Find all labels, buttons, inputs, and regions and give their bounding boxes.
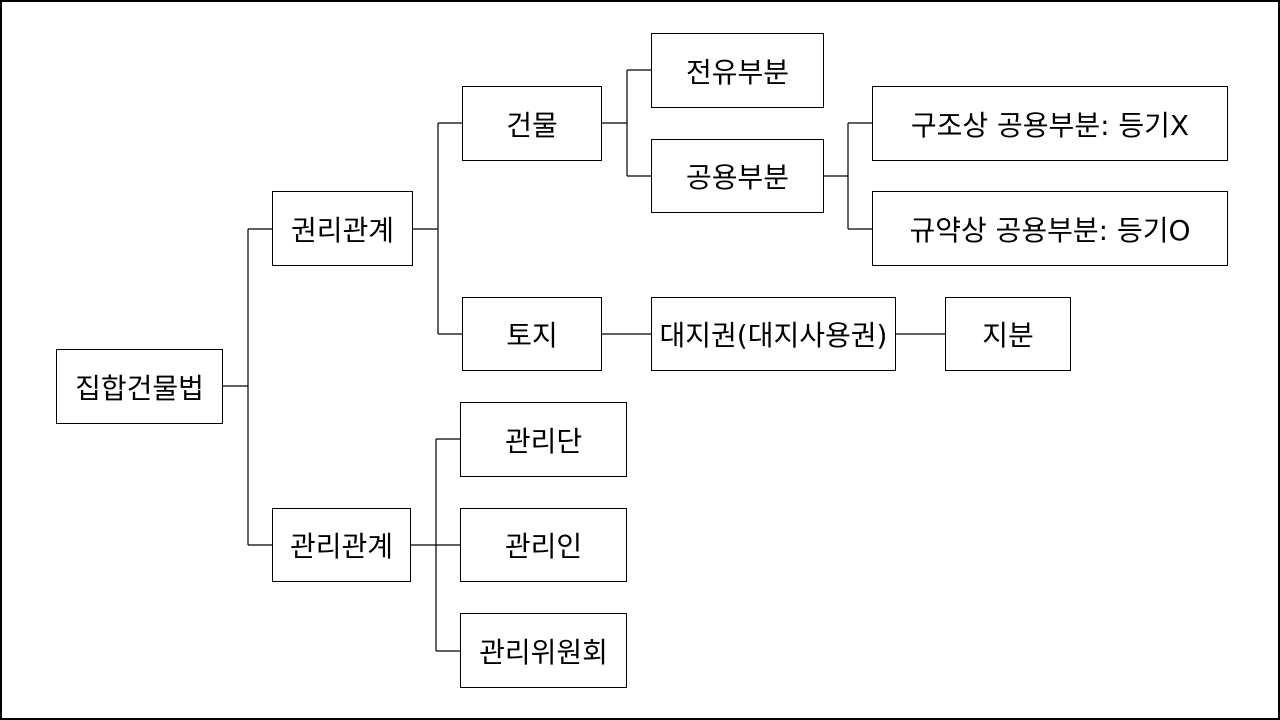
node-management-committee-label: 관리위원회 bbox=[479, 635, 608, 669]
node-site-right-label: 대지권(대지사용권) bbox=[659, 319, 888, 352]
node-building-label: 건물 bbox=[506, 108, 558, 142]
node-root-label: 집합건물법 bbox=[75, 371, 204, 405]
node-manager: 관리인 bbox=[460, 508, 627, 582]
node-land-label: 토지 bbox=[506, 319, 558, 352]
node-structural-common: 구조상 공용부분: 등기X bbox=[872, 86, 1228, 161]
node-management-body-label: 관리단 bbox=[504, 424, 583, 458]
node-rights-label: 권리관계 bbox=[290, 213, 395, 247]
node-contractual-common-label: 규약상 공용부분: 등기O bbox=[909, 213, 1191, 247]
node-site-right: 대지권(대지사용권) bbox=[651, 297, 896, 371]
node-contractual-common: 규약상 공용부분: 등기O bbox=[872, 191, 1228, 266]
node-land: 토지 bbox=[462, 297, 602, 371]
node-share-label: 지분 bbox=[982, 319, 1034, 352]
node-structural-common-label: 구조상 공용부분: 등기X bbox=[910, 108, 1190, 142]
node-common-part: 공용부분 bbox=[651, 139, 824, 213]
node-manager-label: 관리인 bbox=[504, 530, 583, 563]
node-exclusive-part: 전유부분 bbox=[651, 33, 824, 108]
node-rights: 권리관계 bbox=[272, 191, 413, 266]
node-root: 집합건물법 bbox=[56, 349, 223, 424]
node-share: 지분 bbox=[945, 297, 1071, 371]
node-management-body: 관리단 bbox=[460, 402, 627, 477]
node-management: 관리관계 bbox=[272, 508, 411, 582]
node-management-committee: 관리위원회 bbox=[460, 613, 627, 688]
node-exclusive-part-label: 전유부분 bbox=[685, 55, 790, 89]
node-building: 건물 bbox=[462, 86, 602, 161]
node-management-label: 관리관계 bbox=[289, 530, 394, 563]
node-common-part-label: 공용부분 bbox=[685, 161, 790, 194]
